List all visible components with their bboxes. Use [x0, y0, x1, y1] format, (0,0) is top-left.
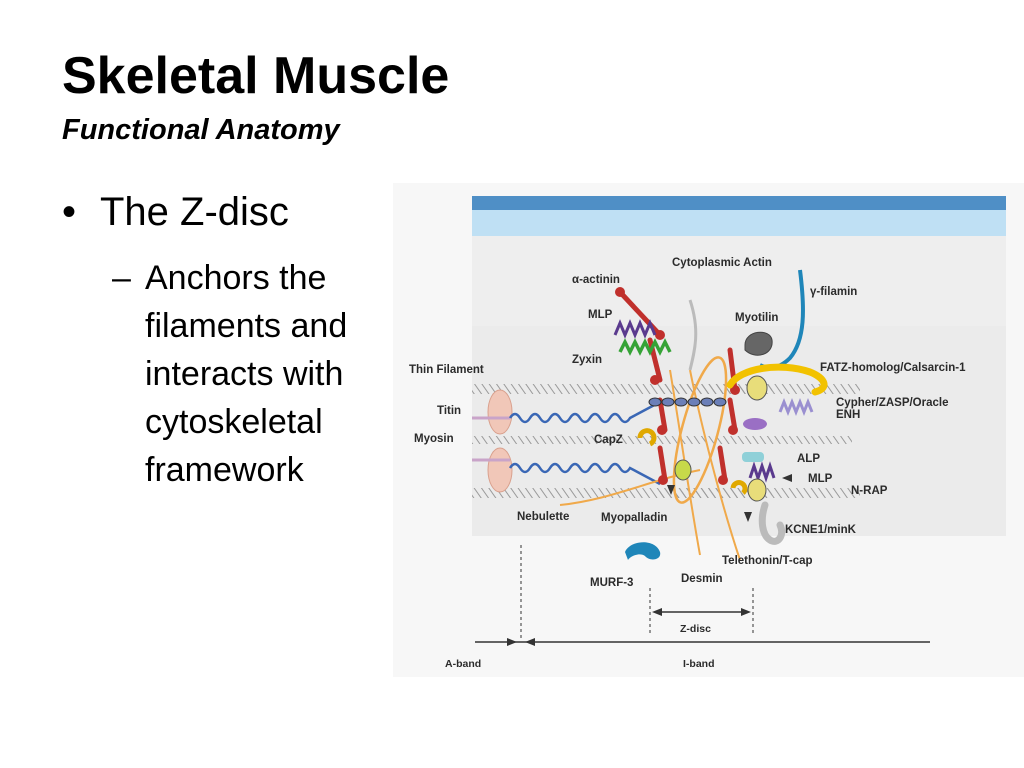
a-band-arrow [507, 638, 517, 646]
label-nrap: N-RAP [851, 485, 888, 497]
label-zyxin: Zyxin [572, 354, 602, 366]
label-alpha-actinin: α-actinin [572, 274, 620, 286]
titin-coil-upper [508, 400, 661, 424]
enh-shape [743, 418, 767, 430]
kcne1-arrow [744, 512, 752, 522]
label-thin-filament: Thin Filament [409, 364, 484, 376]
fatz-shape [726, 363, 828, 396]
slide-title: Skeletal Muscle [62, 47, 450, 105]
label-kcne1: KCNE1/minK [785, 524, 857, 536]
bullet-text: The Z-disc [100, 190, 289, 234]
zyxin-coil [618, 338, 672, 356]
label-cypher: Cypher/ZASP/Oracle [836, 397, 948, 409]
bullet-item: • The Z-disc [62, 188, 289, 236]
label-desmin: Desmin [681, 573, 723, 585]
mlp-top-coil [613, 319, 657, 339]
telethonin-bead [747, 478, 767, 502]
z-disc-chain [648, 397, 727, 407]
i-band-arrow [525, 638, 535, 646]
cytoplasmic-actin-line [688, 299, 698, 371]
label-alp: ALP [797, 453, 820, 465]
label-i-band: I-band [683, 658, 715, 670]
label-z-disc: Z-disc [680, 623, 711, 635]
alp-shape [742, 452, 764, 462]
label-myotilin: Myotilin [735, 312, 778, 324]
label-myosin: Myosin [414, 433, 454, 445]
titin-coil-lower [508, 462, 661, 486]
kcne1-shape [758, 501, 786, 545]
label-a-band: A-band [445, 658, 481, 670]
telethonin-shape [730, 480, 748, 495]
thin-filament-upper [472, 384, 772, 394]
murf3-shape [625, 542, 661, 560]
myosin-head-upper [487, 389, 513, 435]
z-disc-diagram: Cytoplasmic Actin α-actinin γ-filamin ML… [393, 183, 1024, 677]
sub-bullet-text: Anchors the filaments and interacts with… [145, 259, 348, 489]
bullet-dot: • [62, 190, 77, 234]
label-titin: Titin [437, 405, 461, 417]
alpha-actinin-beads [615, 287, 740, 485]
sub-bullet-dash: – [112, 259, 131, 297]
label-telethonin: Telethonin/T-cap [722, 555, 813, 567]
slide-subtitle: Functional Anatomy [62, 114, 340, 146]
label-mlp-bottom: MLP [808, 473, 833, 485]
thin-filament-lower [472, 488, 772, 498]
label-mlp-top: MLP [588, 309, 613, 321]
mlp-arrow [782, 474, 792, 482]
sub-bullet: – Anchors the filaments and interacts wi… [112, 254, 382, 494]
label-fatz: FATZ-homolog/Calsarcin-1 [820, 362, 966, 374]
z-disc-arrow-left [652, 608, 662, 616]
fatz-bead [746, 375, 768, 401]
cypher-coil [778, 397, 814, 417]
myopalladin-arrow [667, 485, 675, 495]
label-nebulette: Nebulette [517, 511, 569, 523]
z-disc-loop [672, 356, 728, 504]
label-cytoplasmic-actin: Cytoplasmic Actin [672, 257, 772, 269]
capz-shape [637, 428, 657, 447]
mlp-bottom-coil [748, 461, 776, 483]
membrane-band [472, 196, 1006, 210]
label-capz: CapZ [594, 434, 623, 446]
myofibril-band [472, 326, 1006, 536]
myosin-head-lower [487, 447, 513, 493]
myotilin-shape [744, 331, 773, 356]
membrane-band-light [472, 210, 1006, 236]
label-myopalladin: Myopalladin [601, 512, 667, 524]
sarcoplasm-band [472, 236, 1006, 326]
label-enh: ENH [836, 409, 860, 421]
thin-filament-mid [472, 436, 852, 444]
myopalladin-bead [674, 459, 692, 481]
label-murf3: MURF-3 [590, 577, 633, 589]
z-disc-arrow-right [741, 608, 751, 616]
label-gamma-filamin: γ-filamin [810, 286, 857, 298]
